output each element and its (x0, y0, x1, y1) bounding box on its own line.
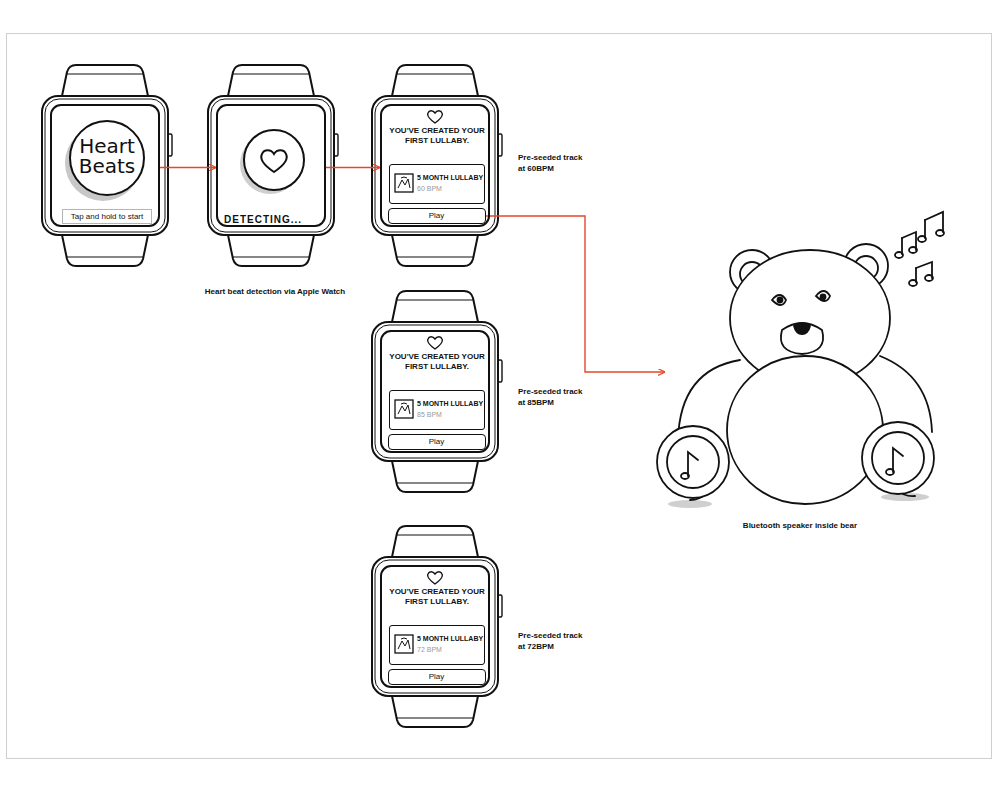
watch-body (42, 65, 172, 266)
watch-body (372, 526, 502, 727)
watch-screen: YOU'VE CREATED YOUR FIRST LULLABY. 5 MONT… (380, 330, 490, 453)
node-text: 60 BPM (417, 185, 477, 194)
flow-arrow (326, 167, 380, 168)
watch-screen: DETECTING... (216, 104, 326, 227)
watch-screen: YOU'VE CREATED YOUR FIRST LULLABY. 5 MONT… (380, 565, 490, 688)
node-text: Play (389, 672, 484, 682)
watch-body (372, 291, 502, 492)
caption-label: Heart beat detection via Apple Watch (190, 287, 360, 298)
node-text: Tap and hold to start (63, 212, 151, 222)
lullaby-artwork (394, 173, 414, 193)
node-text: 85 BPM (417, 411, 477, 420)
node-text: YOU'VE CREATED YOUR FIRST LULLABY. (386, 587, 488, 606)
screen-element: 5 MONTH LULLABY 72 BPM (389, 625, 485, 665)
teddy-bear (657, 212, 944, 508)
note-label: Pre-seeded track at 85BPM (518, 387, 584, 409)
lullaby-artwork (394, 634, 414, 654)
node-text: 5 MONTH LULLABY (417, 174, 483, 183)
note-label: Pre-seeded track at 72BPM (518, 631, 584, 653)
node-text: 5 MONTH LULLABY (417, 635, 483, 644)
heart-scan-icon (232, 120, 312, 200)
lullaby-artwork (394, 399, 414, 419)
heart-icon (426, 570, 444, 586)
node-text: DETECTING... (224, 214, 324, 227)
screen-element: Play (388, 208, 486, 224)
heart-icon (426, 335, 444, 351)
speaker-bear: Bluetooth speaker inside bear (665, 245, 935, 537)
watch-screen: Heart BeatsTap and hold to start (50, 104, 160, 227)
flow-arrow (160, 167, 216, 168)
node-text: YOU'VE CREATED YOUR FIRST LULLABY. (386, 352, 488, 371)
node-text: Play (389, 211, 484, 221)
screen-element: 5 MONTH LULLABY 60 BPM (389, 164, 485, 204)
flow-arrow (486, 216, 665, 372)
watch-body (372, 65, 502, 266)
screen-element: 5 MONTH LULLABY 85 BPM (389, 390, 485, 430)
screen-element: Heart Beats (69, 120, 145, 196)
screen-element: Tap and hold to start (62, 209, 152, 224)
node-text: YOU'VE CREATED YOUR FIRST LULLABY. (386, 126, 488, 145)
screen-element: Play (388, 669, 486, 685)
node-text: Heart Beats (75, 136, 139, 176)
note-label: Pre-seeded track at 60BPM (518, 153, 584, 175)
node-text: Bluetooth speaker inside bear (685, 521, 915, 531)
watch-body (208, 65, 338, 266)
node-text: 72 BPM (417, 646, 477, 655)
node-text: Play (389, 437, 484, 447)
watch-screen: YOU'VE CREATED YOUR FIRST LULLABY. 5 MONT… (380, 104, 490, 227)
node-text: 5 MONTH LULLABY (417, 400, 483, 409)
heart-icon (426, 109, 444, 125)
screen-element: Play (388, 434, 486, 450)
